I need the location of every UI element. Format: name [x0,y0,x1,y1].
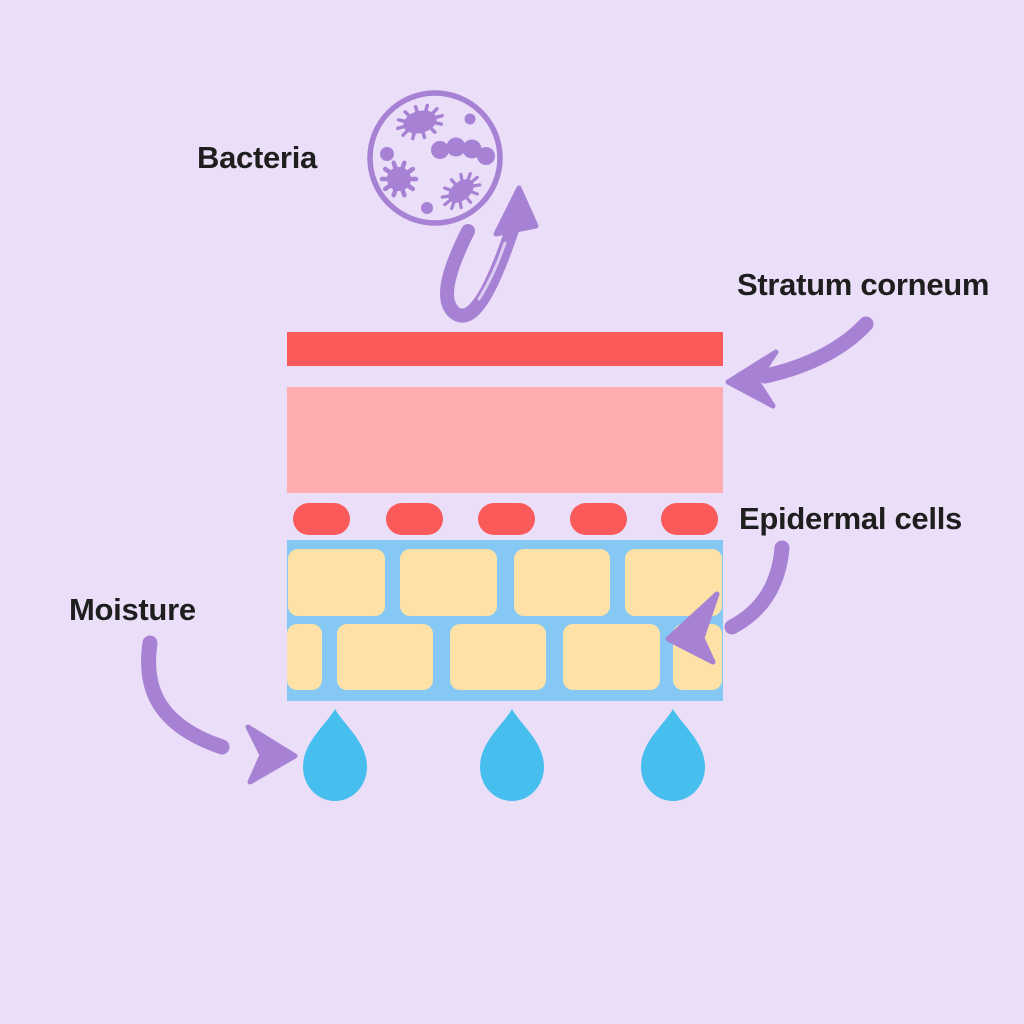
moisture-label: Moisture [69,592,196,627]
corneocyte-pill [293,503,350,535]
moisture-arrow-icon [141,635,298,785]
epidermal-cell-brick [625,549,722,616]
corneocyte-pill [386,503,443,535]
water-drop-icon [303,709,367,801]
epidermal-cell-brick [337,624,433,690]
epidermal-cell-brick [400,549,497,616]
epidermal-cell-brick [514,549,610,616]
corneocyte-pill [478,503,535,535]
water-drop-icon [641,709,705,801]
stratum-corneum-lower-layer [287,387,723,493]
moisture-droplets [303,709,705,801]
epidermal-cell-brick [450,624,546,690]
epidermal-cell-matrix [287,540,723,701]
epidermal-cell-brick [287,624,322,690]
epidermal-cell-brick [288,549,385,616]
coccus-chain-icon [431,137,495,165]
corneocyte-pill [570,503,627,535]
stratum-corneum-label: Stratum corneum [737,267,990,302]
water-drop-icon [480,709,544,801]
epidermal-cell-brick [673,624,722,690]
epidermal-cells-label: Epidermal cells [739,501,962,536]
epidermal-cell-brick [563,624,660,690]
bacteria-arrow-icon [440,185,539,323]
bacteria-label: Bacteria [197,140,317,175]
stratum-corneum-top-layer [287,332,723,366]
stratum-corneum-arrow-icon [725,316,874,409]
corneocyte-pill [661,503,718,535]
bacteria-culture-icon [367,90,503,226]
